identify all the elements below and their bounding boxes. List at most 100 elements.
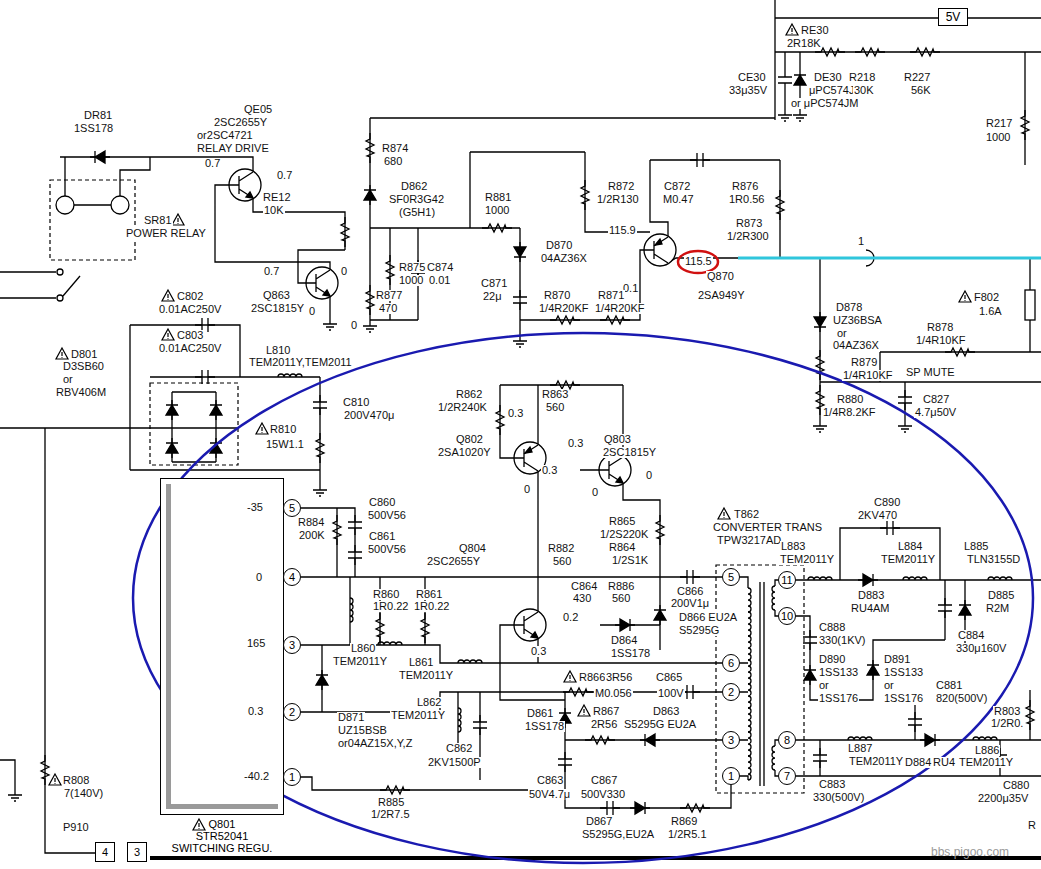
part-label: TEM2011Y (332, 656, 388, 667)
part-label: 0.3 (507, 408, 524, 419)
part-label: C865 (655, 672, 683, 683)
pin-circle: 2 (283, 703, 301, 721)
part-label: TEM2011Y (398, 670, 454, 681)
pin-circle: 1 (722, 767, 740, 785)
pin-circle: 5 (283, 499, 301, 517)
voltage-box: 5V (938, 8, 968, 26)
part-label: 500V56 (367, 544, 407, 555)
part-label: 04AZ36X (540, 253, 588, 264)
module-label: Q801 (160, 819, 284, 830)
part-label: or (883, 680, 895, 691)
part-label: 2SC1815Y (602, 447, 657, 458)
pin-number: 1 (289, 772, 295, 783)
part-label: 165 (246, 638, 266, 649)
part-label: R863 (541, 389, 569, 400)
part-label: 0 (591, 487, 599, 498)
part-label: 330(1KV) (818, 635, 866, 646)
part-label: 1/4R20KF (538, 303, 590, 314)
part-label: R867 (592, 706, 620, 717)
part-label: 1SS133 (818, 667, 859, 678)
part-label: L860 (350, 643, 376, 654)
part-label: POWER RELAY (125, 228, 207, 239)
part-label: C890 (873, 497, 901, 508)
part-label: M0.056 (594, 688, 633, 699)
part-label: RU4AM (850, 603, 891, 614)
part-label: TLN3155D (966, 554, 1021, 565)
part-label: 2SA1020Y (437, 447, 492, 458)
part-label: M0.47 (662, 194, 695, 205)
part-label: 200V470μ (343, 410, 395, 421)
part-label: R227 (903, 72, 931, 83)
part-label: 1R0.22 (413, 601, 450, 612)
pin-circle: 6 (722, 654, 740, 672)
part-label: R872 (607, 181, 635, 192)
part-label: 200V1μ (670, 598, 710, 609)
part-label: 0.7 (204, 158, 221, 169)
part-label: C866 (676, 586, 704, 597)
warning-marks (49, 24, 971, 830)
part-label: R881 (484, 192, 512, 203)
part-label: 1000 (484, 205, 510, 216)
part-label: RE30 (800, 25, 830, 36)
part-label: UZ15BSB (337, 725, 388, 736)
part-label: F802 (973, 292, 1000, 303)
part-label: 1SS176 (883, 693, 924, 704)
part-label: 1/2R7.5 (370, 809, 411, 820)
pin-number: 7 (784, 771, 790, 782)
part-label: 1SS178 (610, 648, 651, 659)
part-label: QE05 (243, 104, 273, 115)
pin-circle: 3 (283, 636, 301, 654)
part-label: D863 (652, 706, 680, 717)
part-label: L885 (963, 541, 989, 552)
part-label: R218 (848, 72, 876, 83)
part-label: R885 (377, 797, 405, 808)
highlight-line (738, 257, 1041, 260)
part-label: D864 (610, 635, 638, 646)
part-label: 0.01AC250V (158, 343, 222, 354)
part-label: D801 (70, 349, 98, 360)
part-label: TEM2011Y (390, 710, 446, 721)
part-label: TEM2011Y (958, 757, 1014, 768)
part-label: R877 (375, 290, 403, 301)
part-label: 1SS178 (73, 123, 114, 134)
part-label: SR81 (143, 215, 173, 226)
pin-number: 5 (728, 572, 734, 583)
part-label: C883 (818, 779, 846, 790)
pin-number: 4 (102, 847, 108, 858)
part-label: Q863 (262, 290, 291, 301)
part-label: R874 (381, 143, 409, 154)
part-label: Q804 (458, 543, 487, 554)
part-label: 04AZ36X (832, 340, 880, 351)
part-label: 1R0.56 (728, 194, 765, 205)
part-label: R866 (578, 672, 606, 683)
part-label: CONVERTER TRANS (712, 522, 823, 533)
part-label: R875 (398, 262, 426, 273)
part-label: 1/2R300 (726, 231, 770, 242)
part-label: (G5H1) (398, 207, 436, 218)
part-label: 0.01AC250V (158, 304, 222, 315)
part-label: 1/4R10KF (915, 335, 967, 346)
part-label: L862 (416, 697, 442, 708)
part-label: TEM2011Y (848, 756, 904, 767)
part-label: SF0R3G42 (388, 194, 445, 205)
pin-circle: 7 (778, 767, 796, 785)
part-label: R865 (608, 516, 636, 527)
part-label: R810 (269, 424, 297, 435)
part-label: R862 (455, 389, 483, 400)
pin-circle: 3 (722, 731, 740, 749)
part-label: 1/2R130 (596, 194, 640, 205)
part-label: 680 (383, 156, 403, 167)
part-label: 2R56 (590, 719, 618, 730)
part-label: S5295G,EU2A (581, 829, 655, 840)
part-label: 2SC1815Y (250, 303, 305, 314)
part-label: L883 (780, 541, 806, 552)
part-label: 1/4R8.2KF (822, 407, 877, 418)
part-label: R876 (731, 181, 759, 192)
part-label: 7(140V) (63, 788, 104, 799)
part-label: C884 (957, 630, 985, 641)
part-label: R871 (597, 290, 625, 301)
part-label: 50V4.7μ (528, 789, 571, 800)
part-label: 2200μ35V (977, 793, 1029, 804)
module-label: STR52041 (160, 831, 284, 842)
